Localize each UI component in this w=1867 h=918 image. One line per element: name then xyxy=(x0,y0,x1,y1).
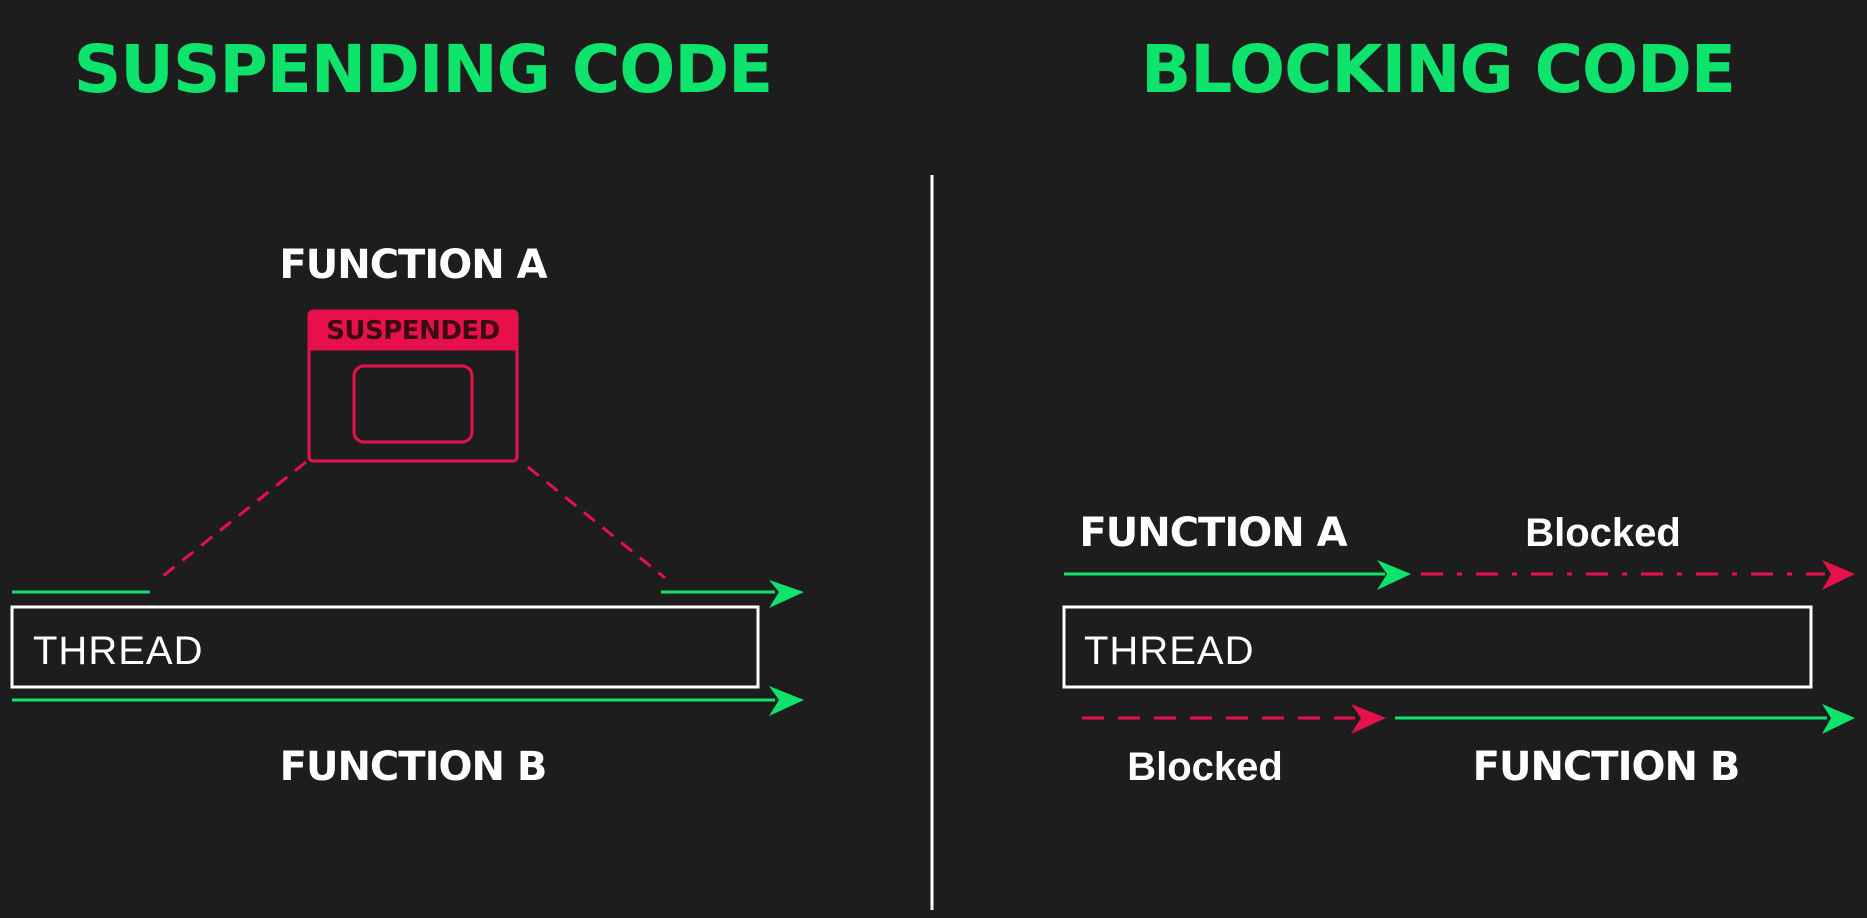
suspending-thread-box xyxy=(10,605,760,689)
suspended-label: SUSPENDED xyxy=(326,316,500,346)
blocking-thread-label: THREAD xyxy=(1084,629,1254,673)
blocking-function-b-arrowhead-icon xyxy=(1822,704,1855,734)
blocking-function-a-label: FUNCTION A xyxy=(1079,510,1347,556)
blocking-code-heading: BLOCKING CODE xyxy=(1141,31,1735,108)
suspending-code-heading: SUSPENDING CODE xyxy=(74,31,773,108)
suspend-connector-right xyxy=(527,465,666,580)
suspending-function-a-label: FUNCTION A xyxy=(279,242,547,288)
suspend-connector-left xyxy=(157,460,307,582)
blocking-function-a-arrowhead-icon xyxy=(1377,560,1411,590)
suspended-box: SUSPENDED xyxy=(307,309,519,463)
blocking-blocked-bottom-label: Blocked xyxy=(1127,745,1283,789)
suspending-function-a-arrowhead-icon xyxy=(769,580,804,608)
blocking-blocked-bottom-arrowhead-icon xyxy=(1351,704,1386,734)
suspended-box-header xyxy=(309,311,517,349)
blocking-function-b-label: FUNCTION B xyxy=(1473,744,1740,790)
suspended-inner-box xyxy=(352,364,474,444)
suspending-thread-label: THREAD xyxy=(33,629,203,673)
suspending-function-b-arrowhead-icon xyxy=(769,686,804,716)
blocking-blocked-top-arrowhead-icon xyxy=(1822,560,1855,590)
blocking-blocked-top-label: Blocked xyxy=(1525,511,1681,555)
blocking-thread-box xyxy=(1062,605,1813,689)
suspending-function-b-label: FUNCTION B xyxy=(280,744,547,790)
